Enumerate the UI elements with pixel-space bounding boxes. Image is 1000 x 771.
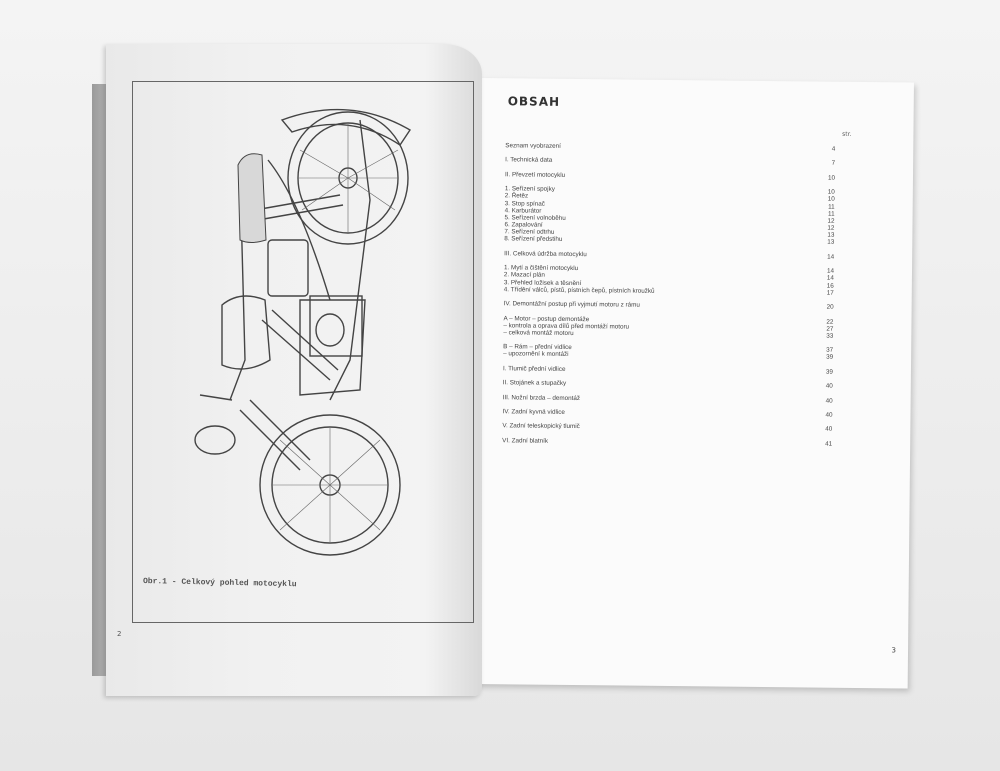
rear-wheel-icon bbox=[287, 111, 409, 245]
left-page bbox=[106, 44, 482, 696]
illustration-frame bbox=[132, 81, 474, 623]
left-page-number: 2 bbox=[117, 630, 122, 638]
front-wheel-icon bbox=[259, 414, 401, 556]
